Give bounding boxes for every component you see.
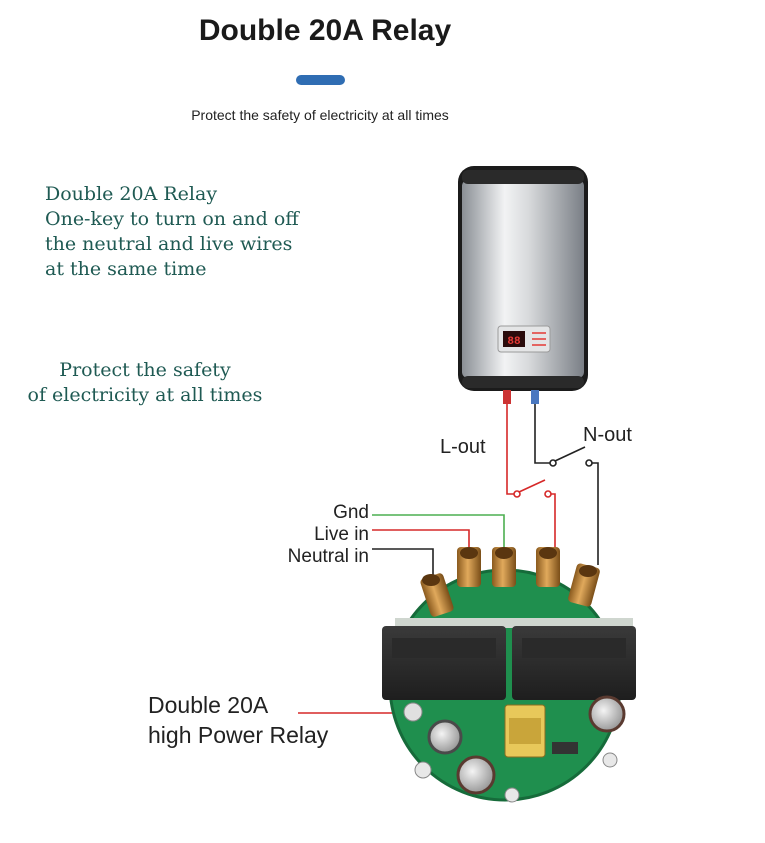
l-out-switch-contact	[544, 490, 552, 498]
heater-display	[503, 331, 525, 347]
page-subtitle: Protect the safety of electricity at all…	[191, 107, 449, 123]
l-out-switch-contact	[513, 490, 521, 498]
relay-left	[382, 626, 506, 700]
neutral-in-wire	[372, 548, 434, 575]
component-cap-small	[403, 702, 423, 722]
cold-pipe	[531, 390, 539, 404]
live-in-label: Live in	[314, 524, 369, 545]
l-out-label: L-out	[440, 436, 486, 458]
relay-right-marking	[522, 638, 626, 658]
n-out-switch-blade	[554, 446, 586, 462]
page-title: Double 20A Relay	[198, 14, 452, 47]
tagline-line: of electricity at all times	[27, 384, 263, 406]
n-out-switch-contact	[549, 459, 557, 467]
n-out-switch-contact	[585, 459, 593, 467]
safety-tagline: Protect the safety of electricity at all…	[10, 358, 280, 408]
terminal-hole	[495, 547, 513, 559]
mount-hole	[602, 752, 618, 768]
relay-circuit-board	[382, 547, 636, 803]
feature-line: One-key to turn on and off	[45, 208, 299, 230]
capacitor	[427, 719, 463, 755]
l-out-switch-blade	[518, 479, 546, 493]
heater-top-cap	[462, 170, 584, 184]
water-heater: 88	[458, 166, 588, 404]
n-out-wire	[592, 462, 599, 565]
heater-display-value: 88	[507, 336, 521, 348]
feature-description: Double 20A Relay One-key to turn on and …	[45, 182, 375, 282]
gnd-label: Gnd	[333, 502, 369, 523]
title-accent-bar	[296, 75, 345, 85]
gnd-wire	[372, 514, 505, 550]
ic-chip	[552, 742, 578, 754]
relay-label: Double 20A high Power Relay	[148, 690, 328, 750]
relay-label-line: high Power Relay	[148, 722, 329, 748]
terminal-hole	[422, 574, 440, 586]
feature-line: Double 20A Relay	[45, 183, 218, 205]
l-out-wire	[551, 493, 556, 550]
relay-label-line: Double 20A	[148, 692, 269, 718]
hot-pipe	[503, 390, 511, 404]
live-in-wire	[372, 529, 470, 550]
feature-line: the neutral and live wires	[45, 233, 293, 255]
relay-right	[512, 626, 636, 700]
mount-hole	[414, 761, 432, 779]
n-out-label: N-out	[583, 424, 632, 446]
l-out-wire	[506, 404, 514, 495]
terminal-hole	[460, 547, 478, 559]
heater-body	[462, 180, 584, 378]
mount-hole	[504, 787, 520, 803]
capacitor	[588, 695, 626, 733]
capacitor	[456, 755, 496, 795]
heater-bottom-cap	[462, 376, 584, 388]
terminal-hole	[539, 547, 557, 559]
terminal-hole	[579, 565, 597, 577]
n-out-wire	[534, 404, 550, 464]
relay-left-marking	[392, 638, 496, 658]
tagline-line: Protect the safety	[59, 359, 231, 381]
terminal-block	[420, 547, 600, 617]
feature-line: at the same time	[45, 258, 207, 280]
neutral-in-label: Neutral in	[287, 546, 369, 567]
pcb-header-strip	[395, 618, 633, 628]
transformer-winding	[509, 718, 541, 744]
